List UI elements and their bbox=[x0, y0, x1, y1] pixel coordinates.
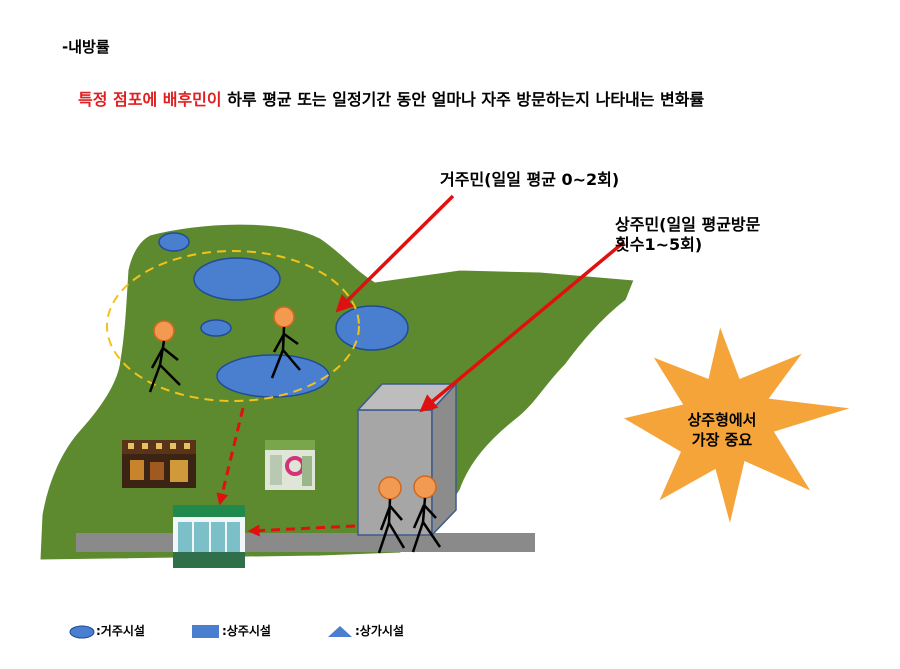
worker-callout-line1: 상주민(일일 평균방문 bbox=[615, 215, 761, 234]
land-area bbox=[39, 223, 635, 561]
starburst-line1: 상주형에서 bbox=[687, 411, 757, 429]
restaurant-photo bbox=[122, 440, 196, 488]
worker-callout-line2: 횟수1~5회) bbox=[615, 235, 703, 254]
worker-figure-left bbox=[377, 476, 406, 554]
pond-right bbox=[335, 305, 409, 351]
page-heading: -내방률 bbox=[62, 38, 110, 56]
legend-item-commercial: :상가시설 bbox=[355, 622, 404, 639]
legend-label-residential: :거주시설 bbox=[96, 624, 145, 638]
pond-large-upper bbox=[193, 257, 281, 301]
legend-item-residential: :거주시설 bbox=[96, 622, 145, 639]
store-photo bbox=[265, 440, 315, 490]
residential-zone-circle bbox=[106, 250, 360, 402]
legend-label-workplace: :상주시설 bbox=[222, 624, 271, 638]
arrow-worker-callout bbox=[419, 240, 626, 413]
definition-highlight: 특정 점포에 배후민이 bbox=[78, 90, 222, 109]
legend-ellipse-icon bbox=[69, 625, 95, 639]
legend-triangle-icon bbox=[328, 626, 352, 637]
dashed-arrow-residents-to-store bbox=[216, 407, 245, 506]
resident-figure-left bbox=[148, 320, 181, 393]
resident-callout: 거주민(일일 평균 0~2회) bbox=[440, 170, 620, 189]
starburst-shape bbox=[619, 322, 854, 527]
starburst-label: 상주형에서 가장 중요 bbox=[662, 410, 782, 450]
office-building bbox=[356, 382, 458, 537]
legend-item-workplace: :상주시설 bbox=[222, 622, 271, 639]
starburst-line2: 가장 중요 bbox=[691, 431, 753, 449]
resident-figure-right bbox=[270, 306, 301, 379]
definition-text: 특정 점포에 배후민이 하루 평균 또는 일정기간 동안 얼마나 자주 방문하는… bbox=[78, 86, 704, 110]
convenience-store-photo bbox=[173, 505, 245, 568]
worker-callout: 상주민(일일 평균방문 횟수1~5회) bbox=[615, 215, 760, 255]
worker-figure-right bbox=[411, 475, 442, 553]
arrow-resident-callout bbox=[335, 194, 455, 313]
dashed-arrow-workers-to-store bbox=[247, 524, 356, 537]
legend-label-commercial: :상가시설 bbox=[355, 624, 404, 638]
definition-rest: 하루 평균 또는 일정기간 동안 얼마나 자주 방문하는지 나타내는 변화률 bbox=[221, 90, 705, 109]
pond-small-top bbox=[158, 232, 190, 252]
road bbox=[76, 533, 535, 552]
pond-tiny bbox=[200, 319, 232, 337]
legend-rectangle-icon bbox=[192, 625, 219, 638]
